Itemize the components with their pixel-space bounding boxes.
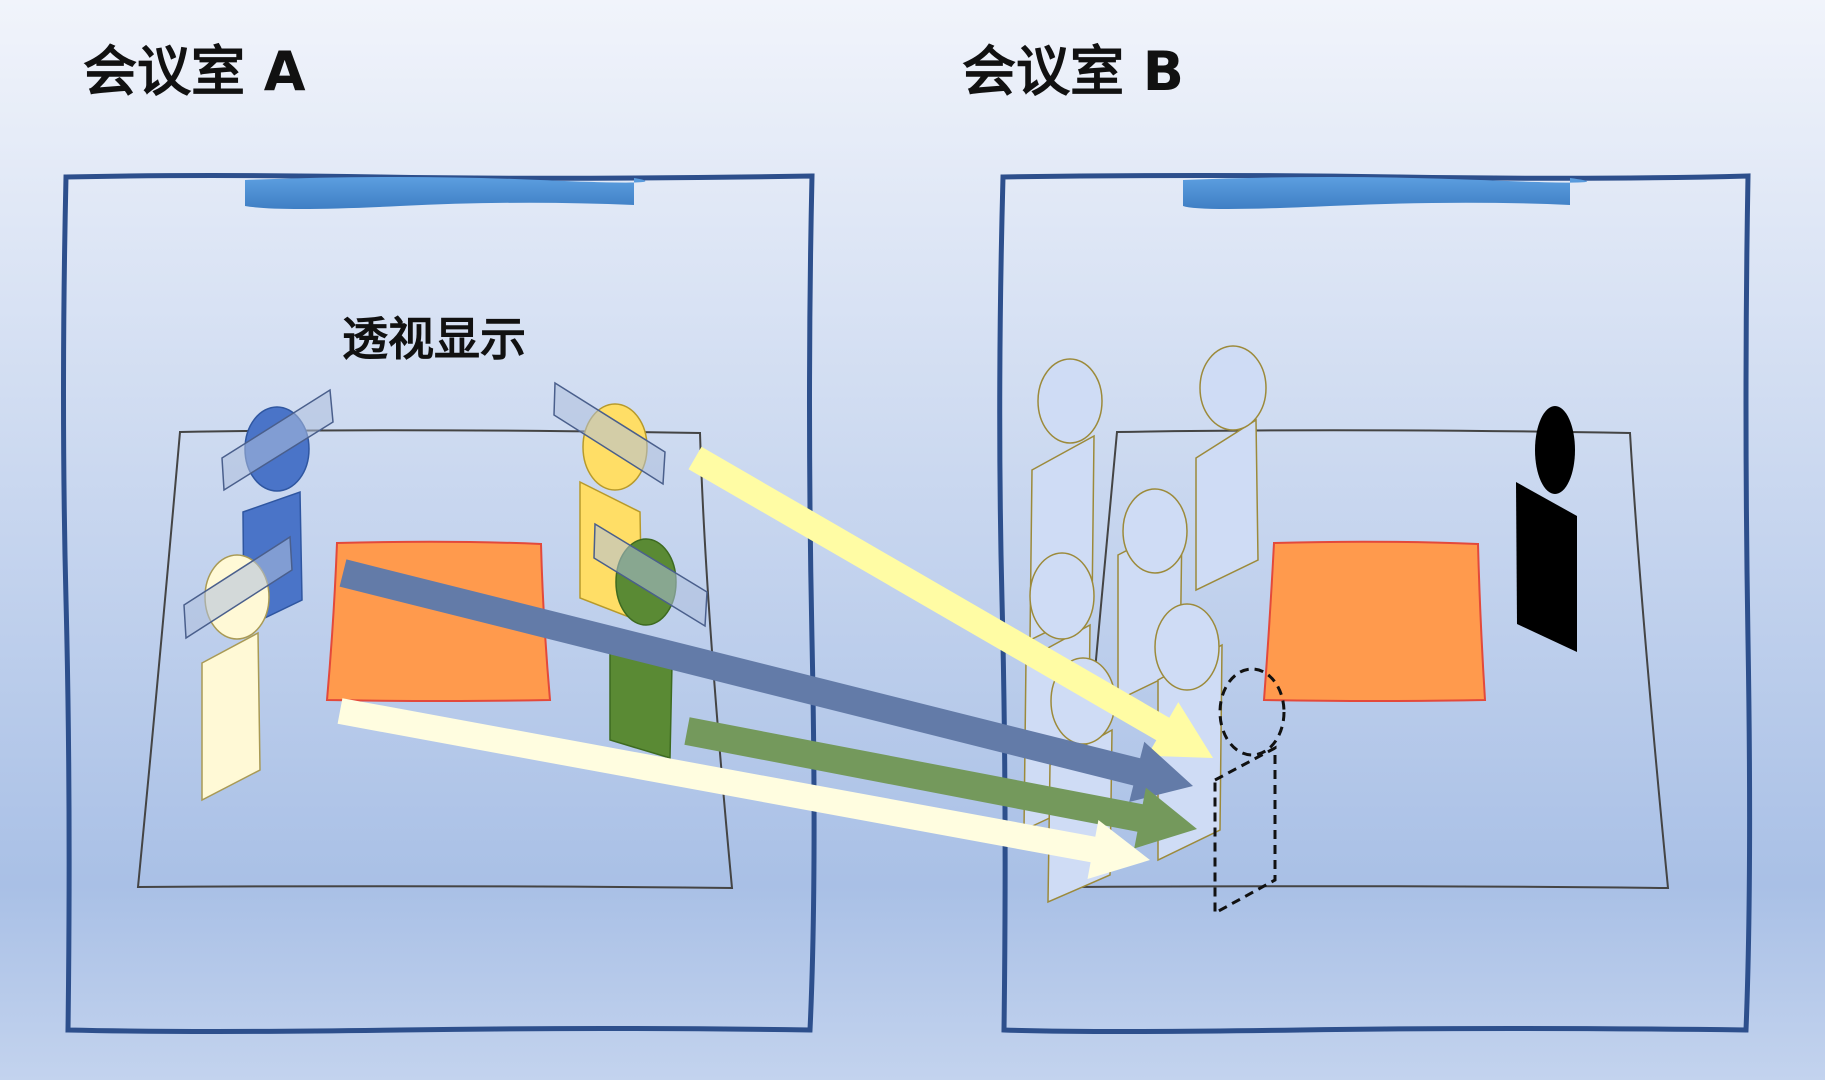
room-a-title: 会议室 A <box>83 40 306 103</box>
overlay-label: 透视显示 <box>342 312 526 366</box>
person-cream <box>183 535 293 802</box>
arrow-yellow <box>688 446 1213 758</box>
room-a-screen-bar <box>245 177 646 209</box>
room-b-frame <box>997 173 1753 1034</box>
room-b-title: 会议室 B <box>962 40 1184 103</box>
room-b-screen-bar <box>1183 177 1588 209</box>
arrow-blue <box>339 559 1194 802</box>
room-b-table <box>1262 540 1487 702</box>
remote-person-black <box>1516 406 1577 652</box>
empty-seat-placeholder <box>1213 667 1286 916</box>
arrow-green <box>684 717 1197 849</box>
room-a-floor <box>136 429 734 890</box>
person-blue <box>221 388 334 630</box>
arrow-cream <box>337 698 1151 879</box>
room-a: 透视显示 <box>61 173 817 1034</box>
room-a-frame <box>61 173 817 1034</box>
projection-arrows <box>337 446 1213 879</box>
